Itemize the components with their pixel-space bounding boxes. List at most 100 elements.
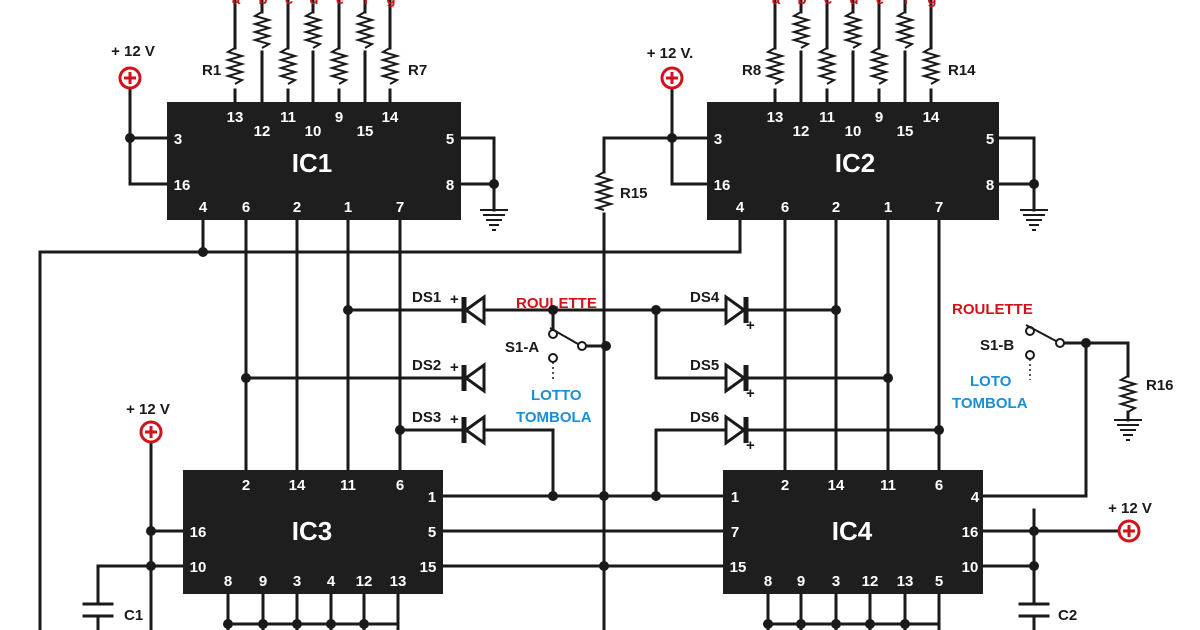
power-supply-icon — [660, 66, 684, 90]
pin-label: 4 — [971, 489, 980, 506]
junction-dot — [258, 619, 268, 629]
power-symbols: + 12 V + 12 V. + 12 V + 12 V — [111, 43, 1152, 543]
pin-label: 12 — [793, 123, 810, 140]
supply-label-2: + 12 V. — [647, 45, 694, 62]
pin-label: 1 — [344, 199, 352, 216]
resistor-label-r7: R7 — [408, 62, 427, 79]
power-supply-icon — [139, 420, 163, 444]
resistor-label-r8: R8 — [742, 62, 761, 79]
switch-s1b: S1-B — [980, 324, 1065, 380]
pin-label: 15 — [897, 123, 914, 140]
junction-dot — [599, 491, 609, 501]
diode-plus-mark: + — [450, 291, 459, 308]
resistor-r11 — [842, 11, 864, 49]
pin-label: 6 — [396, 477, 404, 494]
junction-dot — [831, 619, 841, 629]
pin-label: 10 — [845, 123, 862, 140]
switch-label-s1a: S1-A — [505, 339, 539, 356]
chip-label-ic4: IC4 — [832, 516, 873, 546]
seg-label-g-2: g — [927, 0, 936, 8]
diode-label-ds1: DS1 — [412, 289, 441, 306]
resistor-r1 — [224, 47, 246, 85]
pin-label: 5 — [986, 131, 994, 148]
resistor-r8 — [764, 47, 786, 85]
capacitors — [82, 602, 1050, 618]
resistor-r3 — [277, 47, 299, 85]
pin-label: 9 — [797, 573, 805, 590]
junction-dot — [343, 305, 353, 315]
junction-dot — [796, 619, 806, 629]
resistor-r9 — [790, 11, 812, 49]
junction-dot — [359, 619, 369, 629]
diode-ds4 — [724, 294, 749, 326]
pin-label: 11 — [819, 109, 835, 126]
lotto-label: LOTTO — [531, 387, 582, 404]
resistor-r15 — [593, 171, 615, 211]
junction-dot — [599, 561, 609, 571]
pin-label: 13 — [897, 573, 914, 590]
pin-label: 16 — [714, 177, 731, 194]
seg-label-a-1: a — [232, 0, 241, 8]
pin-label: 10 — [305, 123, 322, 140]
ds3-out-wire — [480, 428, 555, 498]
resistor-r10 — [816, 47, 838, 85]
pin-label: 6 — [242, 199, 250, 216]
diode-label-ds4: DS4 — [690, 289, 720, 306]
tombola-label-left: TOMBOLA — [516, 409, 592, 426]
diode-ds5 — [724, 362, 749, 394]
pin-label: 5 — [446, 131, 454, 148]
supply-label-3: + 12 V — [126, 401, 170, 418]
pin-label: 2 — [832, 199, 840, 216]
pin-label: 4 — [327, 573, 336, 590]
supply-label-1: + 12 V — [111, 43, 155, 60]
chip-ic1: IC1 13 12 11 10 9 15 14 3 16 5 8 4 6 2 1… — [167, 102, 461, 220]
pin-label: 8 — [224, 573, 232, 590]
diode-plus-mark: + — [746, 437, 755, 454]
junction-dot — [831, 305, 841, 315]
power-supply-icon — [118, 66, 142, 90]
junction-dot — [241, 373, 251, 383]
diode-plus-mark: + — [450, 411, 459, 428]
pin-label: 1 — [428, 489, 436, 506]
junction-dot — [395, 425, 405, 435]
junction-dot — [326, 619, 336, 629]
diodes: DS1 DS2 DS3 DS4 DS5 DS6 + + + + + + — [412, 289, 755, 454]
chip-label-ic1: IC1 — [292, 148, 332, 178]
pin-label: 15 — [730, 559, 747, 576]
pin-label: 14 — [923, 109, 940, 126]
resistor-r13 — [894, 11, 916, 49]
pin-label: 16 — [962, 524, 979, 541]
resistor-r7 — [379, 47, 401, 85]
pin-label: 1 — [884, 199, 892, 216]
pin-label: 15 — [420, 559, 437, 576]
resistor-r2 — [251, 11, 273, 49]
resistor-r5 — [328, 47, 350, 85]
pin-label: 8 — [446, 177, 454, 194]
ic2-supply-wire — [670, 86, 710, 186]
junction-dot — [651, 491, 661, 501]
pin-label: 3 — [174, 131, 182, 148]
diode-ds3 — [461, 414, 486, 446]
switch-s1a: S1-A — [505, 327, 587, 380]
junction-dot — [1029, 526, 1039, 536]
pin-label: 3 — [293, 573, 301, 590]
pin-label: 12 — [862, 573, 879, 590]
junction-dot — [548, 491, 558, 501]
junction-dot — [651, 305, 661, 315]
chip-ic3: IC3 2 14 11 6 1 5 15 16 10 8 9 3 4 12 13 — [183, 470, 443, 594]
diode-ds6 — [724, 414, 749, 446]
seg-label-c-2: c — [824, 0, 832, 8]
resistor-r4 — [302, 11, 324, 49]
ground-icon — [1114, 419, 1142, 441]
reset-bus-wire — [38, 218, 742, 254]
seg-label-b-2: b — [797, 0, 806, 8]
diode-plus-mark: + — [450, 359, 459, 376]
ic1-supply-wire — [128, 86, 170, 186]
seg-label-f-1: f — [364, 0, 370, 8]
wires — [38, 0, 1130, 630]
pin-label: 8 — [986, 177, 994, 194]
resistor-r6 — [354, 11, 376, 49]
capacitor-c2-icon — [1018, 602, 1050, 618]
diode-label-ds6: DS6 — [690, 409, 719, 426]
